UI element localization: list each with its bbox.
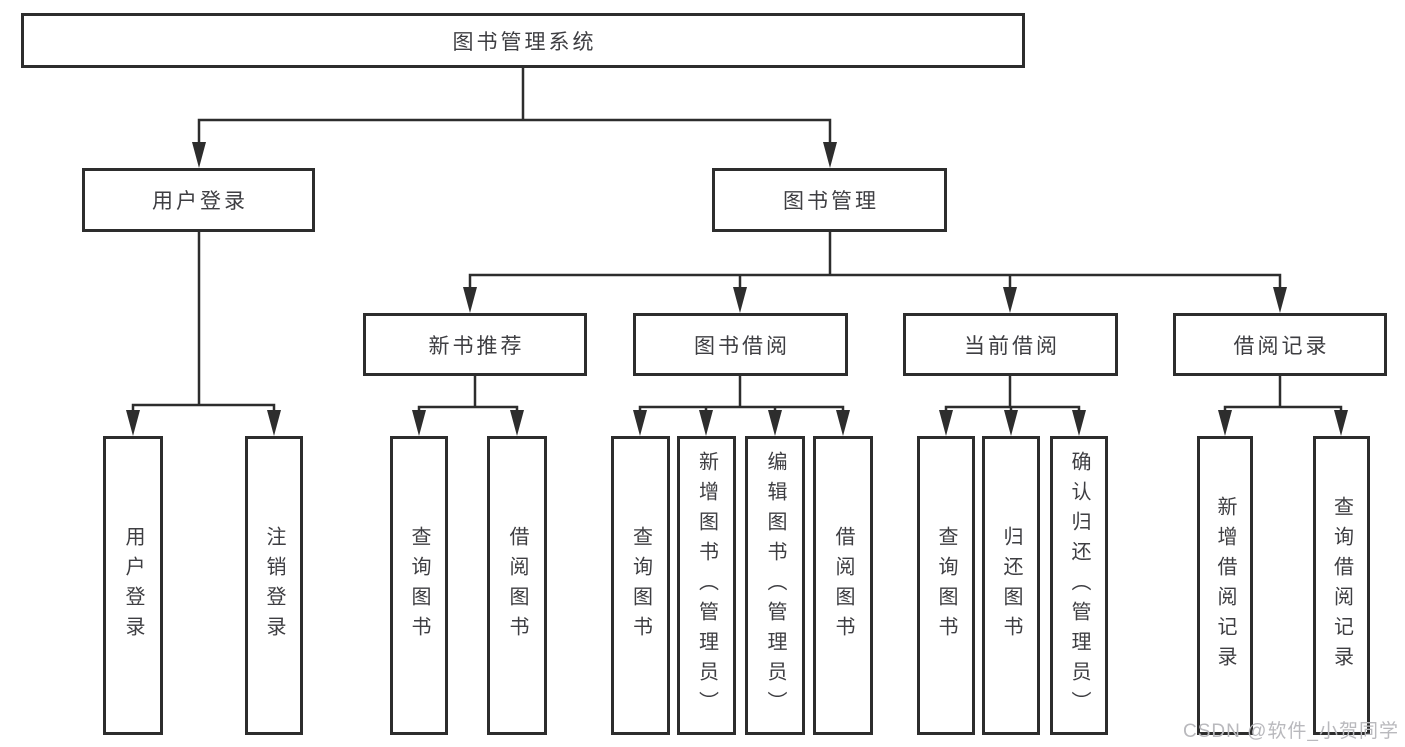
node-book-management: 图书管理: [712, 168, 947, 232]
leaf-query-borrow-record: 查询借阅记录: [1313, 436, 1370, 735]
leaf-query-books-recommend: 查询图书: [390, 436, 448, 735]
leaf-add-book-admin: 新增图书（管理员）: [677, 436, 736, 735]
node-book-borrowing: 图书借阅: [633, 313, 848, 376]
leaf-confirm-return-admin-label: 确认归还（管理员）: [1068, 450, 1090, 721]
leaf-user-login-label: 用户登录: [122, 525, 144, 646]
leaf-query-borrow-record-label: 查询借阅记录: [1330, 495, 1353, 676]
node-current-borrowing: 当前借阅: [903, 313, 1118, 376]
leaf-query-books-current: 查询图书: [917, 436, 975, 735]
node-borrowing-records: 借阅记录: [1173, 313, 1387, 376]
leaf-borrow-books-recommend: 借阅图书: [487, 436, 547, 735]
leaf-add-book-admin-label: 新增图书（管理员）: [695, 450, 718, 721]
leaf-logout: 注销登录: [245, 436, 303, 735]
leaf-return-books-label: 归还图书: [1000, 525, 1022, 646]
leaf-confirm-return-admin: 确认归还（管理员）: [1050, 436, 1108, 735]
leaf-add-borrow-record: 新增借阅记录: [1197, 436, 1253, 735]
leaf-return-books: 归还图书: [982, 436, 1040, 735]
leaf-borrow-books-recommend-label: 借阅图书: [506, 525, 528, 646]
arrowheads: [126, 142, 1348, 436]
leaf-query-books-borrowing-label: 查询图书: [629, 525, 652, 646]
node-new-book-recommendation: 新书推荐: [363, 313, 587, 376]
node-user-login: 用户登录: [82, 168, 315, 232]
leaf-add-borrow-record-label: 新增借阅记录: [1214, 495, 1236, 676]
leaf-query-books-borrowing: 查询图书: [611, 436, 670, 735]
csdn-watermark: CSDN @软件_小贺同学: [1183, 721, 1399, 742]
leaf-borrow-books-borrowing: 借阅图书: [813, 436, 873, 735]
leaf-logout-label: 注销登录: [263, 525, 285, 646]
leaf-query-books-recommend-label: 查询图书: [408, 525, 430, 646]
node-library-management-system: 图书管理系统: [21, 13, 1025, 68]
leaf-edit-book-admin-label: 编辑图书（管理员）: [764, 450, 786, 721]
leaf-user-login: 用户登录: [103, 436, 163, 735]
leaf-edit-book-admin: 编辑图书（管理员）: [745, 436, 805, 735]
leaf-borrow-books-borrowing-label: 借阅图书: [832, 525, 854, 646]
leaf-query-books-current-label: 查询图书: [935, 525, 957, 646]
